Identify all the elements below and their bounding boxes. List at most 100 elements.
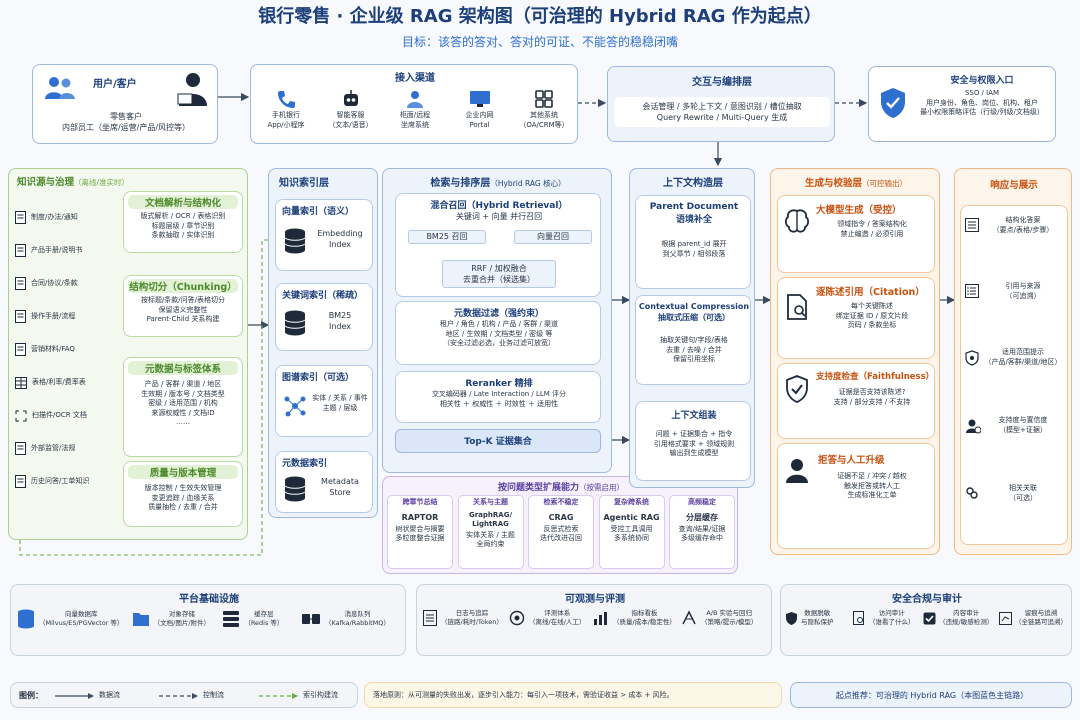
channel-item-counter[interactable]: 柜面/远程 坐席系统 <box>384 87 446 130</box>
platform-item: 向量数据库 （Milvus/ES/PGVector 等） <box>17 609 127 629</box>
gen-item-refusal: 拒答与人工升级 证据不足 / 冲突 / 越权 触发拒答或转人工 生成标准化工单 <box>777 443 935 549</box>
observability-item: 指标看板 （质量/成本/稳定性） <box>593 609 677 627</box>
orchestration-panel: 交互与编排层 会话管理 / 多轮上下文 / 意图识别 / 槽位抽取 Query … <box>607 66 835 142</box>
channel-item-portal[interactable]: 企业内网 Portal <box>449 87 511 130</box>
response-title: 响应与展示 <box>990 180 1038 191</box>
assemble-box: 上下文组装 问题 + 证据集合 + 指令 引用格式要求 + 领域规则 输出到生成… <box>635 401 751 481</box>
principle-box: 落地原则：从可测量的失败出发，逐步引入能力：每引入一项技术，需验证收益 > 成本… <box>364 682 782 708</box>
response-panel: 响应与展示 结构化答案 （要点/表格/步骤） 引用与来源 （可追溯） 适用范围提… <box>954 168 1072 555</box>
scan-icon <box>15 410 27 422</box>
source-item: 表格/利率/费率表 <box>15 366 119 399</box>
metadata-filter-box: 元数据过滤（强约束） 租户 / 角色 / 机构 / 产品 / 客群 / 渠道 地… <box>395 301 601 365</box>
document-icon <box>15 277 26 290</box>
reranker-box: Reranker 精排 交叉编码器 / Late Interaction / L… <box>395 371 601 423</box>
security-entry-desc: SSO / IAM 用户身份、角色、岗位、机构、租户 最小权限策略评估（行级/列… <box>920 89 1044 116</box>
index-flow-arrow-icon <box>259 693 298 699</box>
parent-document-box: Parent Document 语境补全 根据 parent_id 展开 到父章… <box>635 195 751 289</box>
extension-item[interactable]: 高频稳定分层缓存查询/结果/证据 多级缓存命中 <box>669 495 735 569</box>
user-panel: 用户/客户 零售客户 内部员工（坐席/运营/产品/风控等） <box>32 64 218 144</box>
document-icon <box>15 475 26 488</box>
channel-item-bot[interactable]: 智能客服 （文本/语音） <box>320 87 382 130</box>
orchestration-desc: 会话管理 / 多轮上下文 / 意图识别 / 槽位抽取 Query Rewrite… <box>614 97 830 127</box>
index-title: 知识索引层 <box>279 178 329 189</box>
shield-icon <box>877 85 909 121</box>
generation-title: 生成与校验层（可控输出） <box>804 178 907 189</box>
gen-item-citation: 逐陈述引用（Citation） 每个关键陈述 绑定证据 ID / 原文片段 页码… <box>777 277 935 359</box>
person-check-icon <box>965 418 981 434</box>
retrieval-title: 检索与排序层（Hybrid RAG 核心） <box>430 178 566 189</box>
graph-icon <box>282 392 308 420</box>
source-item: 制度/办法/通知 <box>15 201 119 234</box>
rrf-fusion: RRF / 加权融合 去重合并（候选集） <box>442 260 556 288</box>
database-icon <box>282 308 308 338</box>
observability-panel: 可观测与评测 日志与追踪 （链路/耗时/Token） 评测体系 （离线/在线/人… <box>416 584 772 656</box>
source-item: 扫描件/OCR 文档 <box>15 399 119 432</box>
stack-icon <box>222 610 240 628</box>
channel-label: 柜面/远程 坐席系统 <box>399 111 431 129</box>
phone-icon <box>255 87 317 111</box>
channel-label: 手机银行 App/小程序 <box>267 111 305 129</box>
metadata-index-box: 元数据索引 Metadata Store <box>275 451 373 513</box>
compliance-item: 访问审计 （谁看了什么） <box>853 609 921 627</box>
observability-item: A/B 实验与回归 （策略/提示/模型） <box>681 609 767 627</box>
observability-list: 日志与追踪 （链路/耗时/Token） 评测体系 （离线/在线/人工） 指标看板… <box>423 609 767 627</box>
channel-label: 企业内网 Portal <box>465 111 494 129</box>
agent-icon <box>384 87 446 111</box>
trace-icon <box>999 611 1012 625</box>
document-icon <box>15 244 26 257</box>
database-icon <box>282 226 308 256</box>
person-icon <box>782 456 812 486</box>
retrieval-panel: 检索与排序层（Hybrid RAG 核心） 混合召回（Hybrid Retrie… <box>382 168 612 473</box>
shield-icon <box>785 611 798 626</box>
channels-list: 手机银行 App/小程序 智能客服 （文本/语音） 柜面/远程 坐席系统 企业内… <box>255 87 575 130</box>
page-subtitle: 目标：该答的答对、答对的可证、不能答的稳稳闭嘴 <box>401 35 678 49</box>
vector-index-box: 向量索引（语义） Embedding Index <box>275 199 373 271</box>
platform-title: 平台基础设施 <box>179 594 239 605</box>
compliance-item: 数据脱敏 与隐私保护 <box>785 609 851 627</box>
platform-item: 消息队列 （Kafka/RabbitMQ） <box>301 609 401 629</box>
brain-icon <box>782 206 812 236</box>
log-icon <box>423 610 437 626</box>
page-title: 银行零售 · 企业级 RAG 架构图（可治理的 Hybrid RAG 作为起点） <box>258 6 822 27</box>
response-item: 支持度与置信度 （模型+证据） <box>965 416 1065 472</box>
compliance-list: 数据脱敏 与隐私保护 访问审计 （谁看了什么） 内容审计 （违规/敏感检测） 留… <box>785 609 1069 627</box>
document-icon <box>15 310 26 323</box>
source-item: 营销材料/FAQ <box>15 333 119 366</box>
context-title: 上下文构造层 <box>663 178 723 189</box>
data-flow-arrow-icon <box>55 693 94 699</box>
context-panel: 上下文构造层 Parent Document 语境补全 根据 parent_id… <box>629 168 755 488</box>
channels-panel: 接入渠道 手机银行 App/小程序 智能客服 （文本/语音） 柜面/远程 坐席系… <box>250 64 578 144</box>
gen-item-llm: 大模型生成（受控） 领域指令 / 答案结构化 禁止编造 / 必须引用 <box>777 195 935 273</box>
response-item: 结构化答案 （要点/表格/步骤） <box>965 216 1065 272</box>
eval-icon <box>509 610 525 626</box>
link-icon <box>965 486 979 500</box>
index-panel: 知识索引层 向量索引（语义） Embedding Index 关键词索引（稀疏）… <box>268 168 378 518</box>
knowledge-panel: 知识源与治理（离线/准实时） 制度/办法/通知 产品手册/说明书 合同/协议/条… <box>8 168 248 540</box>
compliance-item: 留痕与追溯 （全链路可追溯） <box>999 609 1069 627</box>
robot-icon <box>320 87 382 111</box>
document-icon <box>15 211 26 224</box>
check-box-icon <box>923 612 936 625</box>
doc-search-icon <box>853 610 866 626</box>
checklist-icon <box>965 284 979 298</box>
hybrid-retrieval-box: 混合召回（Hybrid Retrieval） 关键词 + 向量 并行召回 BM2… <box>395 193 601 297</box>
database-icon <box>282 474 308 504</box>
quality-box: 质量与版本管理 版本控制 / 生效失效管理 变更追踪 / 血缘关系 质量抽检 /… <box>123 461 243 527</box>
chunk-box: 结构切分（Chunking） 按标题/条款/问答/表格切分 保留语义完整性 Pa… <box>123 275 243 337</box>
ab-icon <box>681 610 697 626</box>
platform-item: 缓存层 （Redis 等） <box>222 609 296 629</box>
compression-box: Contextual Compression 抽取式压缩（可选） 抽取关键句/字… <box>635 295 751 385</box>
extensions-title: 按问题类型扩展能力（按需启用） <box>497 483 624 493</box>
channel-item-other[interactable]: 其他系统 （OA/CRM等） <box>513 87 575 130</box>
orchestration-title: 交互与编排层 <box>692 77 752 88</box>
security-entry-panel: 安全与权限入口 SSO / IAM 用户身份、角色、岗位、机构、租户 最小权限策… <box>868 66 1056 142</box>
channel-item-app[interactable]: 手机银行 App/小程序 <box>255 87 317 130</box>
parse-box: 文档解析与结构化 版式解析 / OCR / 表格识别 标题层级 / 章节识别 条… <box>123 191 243 253</box>
platform-panel: 平台基础设施 向量数据库 （Milvus/ES/PGVector 等） 对象存储… <box>10 584 406 656</box>
